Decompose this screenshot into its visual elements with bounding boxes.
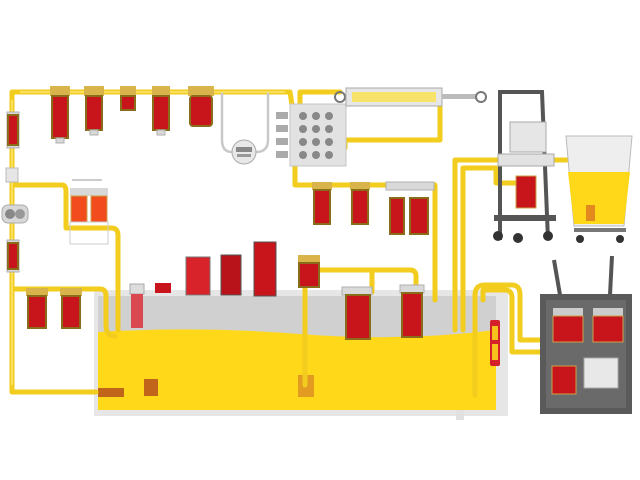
inline-filter (84, 86, 104, 136)
return-filter (298, 255, 320, 288)
drain-plug (456, 410, 464, 420)
return-filter-in-tank (399, 284, 425, 338)
pump (1, 204, 29, 224)
inline-filter (26, 288, 48, 329)
duplex-filter-line (9, 182, 121, 333)
level-window-top (492, 326, 498, 340)
filter-cart (493, 90, 556, 243)
oil-bucket-cart (565, 135, 633, 243)
check-valve (5, 167, 19, 183)
offline-filter-cart (540, 255, 632, 414)
cylinder-circuit-filter (312, 182, 332, 225)
inline-filter (188, 86, 214, 127)
directional-valve-block (276, 103, 347, 167)
filter-cart-line-2 (480, 287, 551, 355)
cylinder-circuit-filter (385, 181, 435, 235)
filter-cart-line-1 (472, 282, 551, 398)
tank-oil (98, 329, 496, 410)
inline-filter (6, 239, 20, 273)
gear-icon (5, 209, 15, 219)
main-pressure-line (9, 89, 295, 395)
return-diffuser (144, 379, 158, 396)
gauge-line (220, 92, 270, 154)
level-window-bottom (492, 344, 498, 360)
breather-filters (129, 241, 277, 328)
pressure-gauge (231, 139, 257, 165)
inline-filter (6, 111, 20, 149)
top-filters (6, 86, 435, 340)
inline-filter (60, 288, 82, 329)
inline-filter (120, 86, 136, 111)
cylinder-circuit-filter (350, 182, 370, 225)
cylinder-return-line (292, 162, 438, 303)
return-line-left (9, 286, 118, 339)
inline-filter (50, 86, 70, 144)
cart-return-line (460, 165, 523, 333)
gear-icon (15, 209, 25, 219)
return-filter-in-tank (341, 286, 373, 340)
suction-strainer (98, 388, 124, 397)
cylinder-line-b (342, 97, 443, 151)
duplex-filter (69, 179, 109, 245)
inline-filter (152, 86, 170, 136)
cart-suction-line (452, 157, 503, 333)
hydraulic-cylinder (334, 87, 487, 107)
oil-tank (94, 290, 508, 420)
